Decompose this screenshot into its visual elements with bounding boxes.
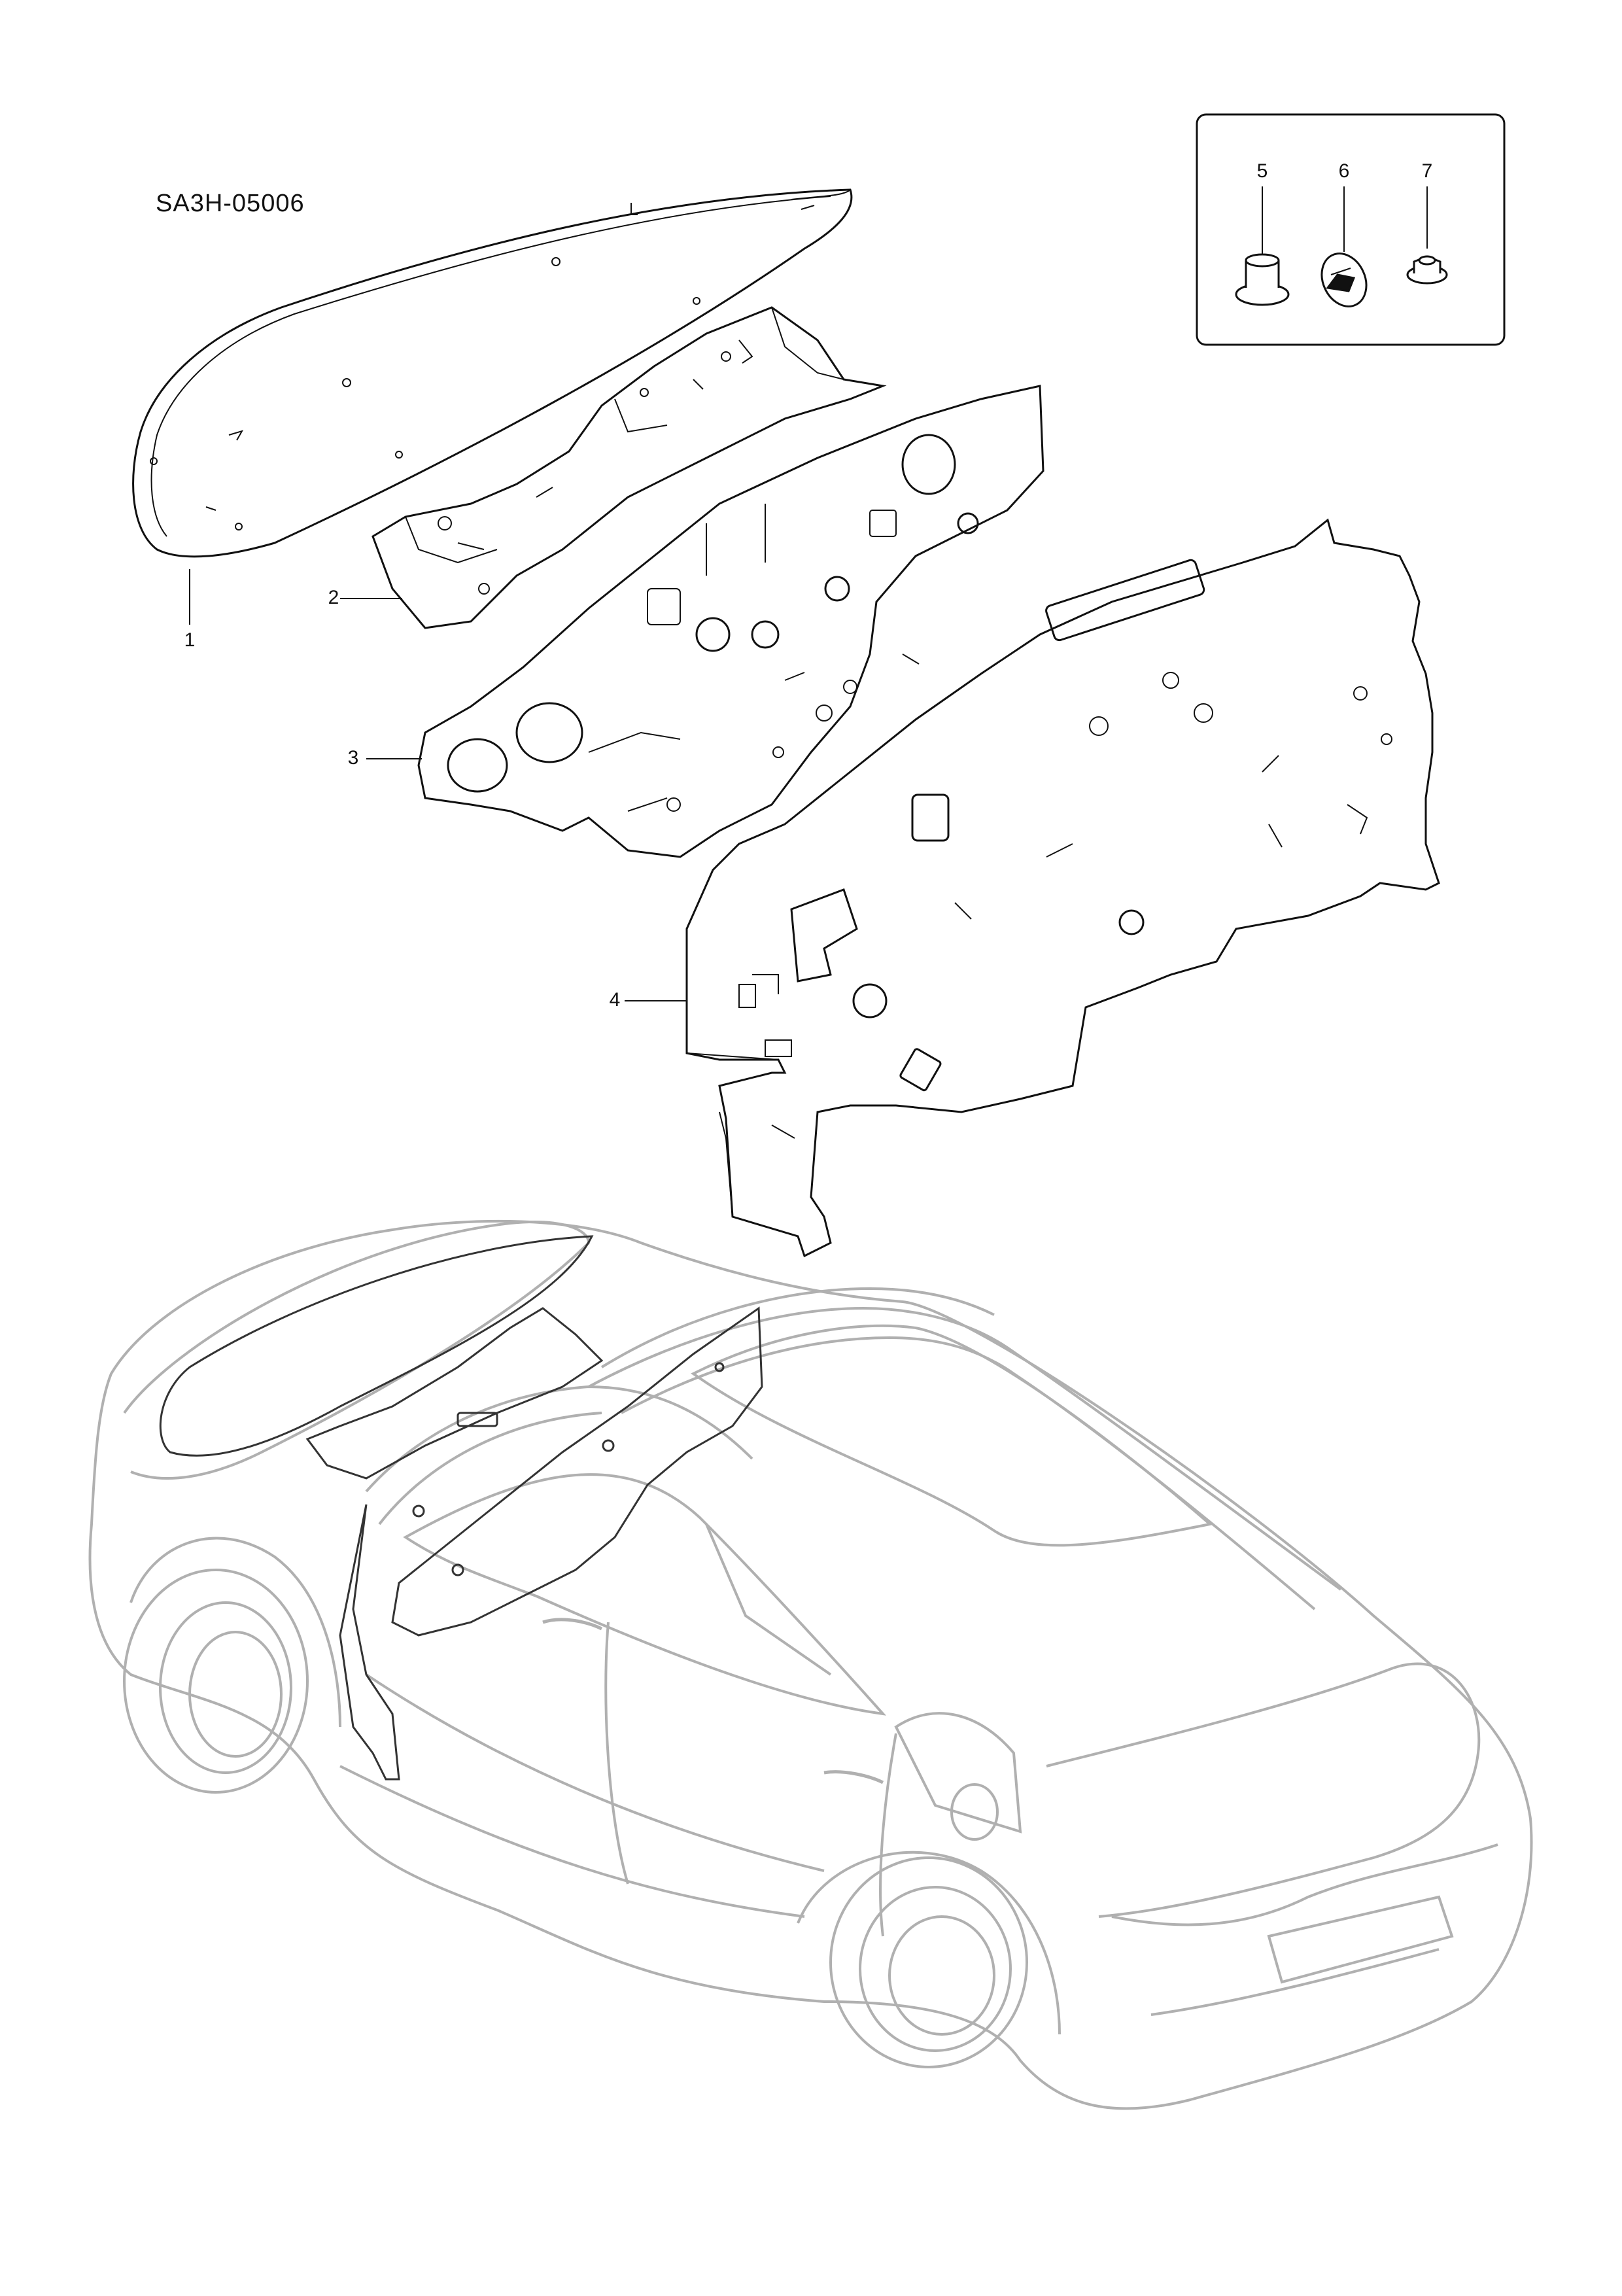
part-2-cowl-insulator [371, 306, 887, 629]
callout-3: 3 [347, 747, 359, 769]
callout-leaders [189, 569, 687, 1001]
retainer-clip-icon [1320, 252, 1368, 307]
vehicle-phantom-view [88, 1219, 1533, 2110]
fastener-inset [1196, 113, 1506, 346]
callout-2: 2 [328, 587, 339, 608]
callout-7: 7 [1421, 160, 1433, 182]
flange-nut-icon [1406, 255, 1448, 285]
part-3-dash-insulator [417, 385, 1044, 858]
part-1-hood-insulator [132, 188, 853, 558]
diagram-code: SA3H-05006 [156, 190, 305, 217]
installed-insulators-phantom [305, 1306, 763, 1781]
push-clip-icon [1235, 253, 1290, 306]
callout-6: 6 [1338, 160, 1350, 182]
part-4-inner-dash-insulator [685, 518, 1440, 1258]
callout-1: 1 [184, 629, 196, 651]
callout-4: 4 [609, 989, 621, 1011]
callout-5: 5 [1256, 160, 1268, 182]
